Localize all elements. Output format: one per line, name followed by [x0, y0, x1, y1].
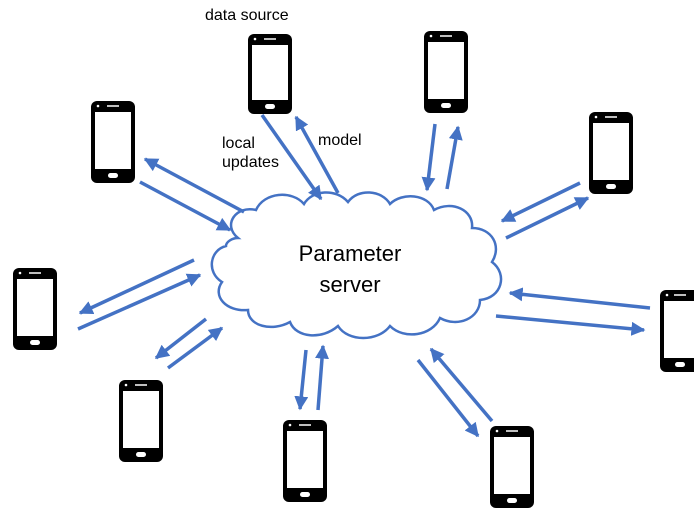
- arrow-icon: [294, 349, 309, 411]
- arrow-icon: [421, 123, 437, 192]
- arrow-icon: [78, 258, 195, 315]
- arrow-icon: [416, 358, 480, 438]
- arrows-group: [77, 113, 651, 438]
- arrow-icon: [429, 347, 494, 423]
- smartphone-icon: [13, 268, 57, 350]
- arrow-icon: [315, 344, 329, 411]
- local-updates-label: local updates: [222, 134, 279, 172]
- arrow-icon: [495, 314, 646, 336]
- arrow-icon: [139, 180, 232, 232]
- smartphone-icon: [660, 290, 694, 372]
- parameter-server-label: Parameter server: [250, 238, 450, 300]
- data-source-label: data source: [205, 7, 289, 24]
- smartphone-icon: [424, 31, 468, 113]
- local-updates-label-line2: updates: [222, 154, 279, 172]
- smartphone-icon: [490, 426, 534, 508]
- arrow-icon: [294, 115, 340, 194]
- model-label: model: [318, 132, 362, 149]
- arrow-icon: [77, 273, 202, 331]
- parameter-server-cloud-icon: [210, 191, 503, 340]
- arrow-icon: [166, 326, 224, 370]
- arrow-icon: [505, 196, 590, 240]
- arrow-icon: [500, 181, 581, 223]
- smartphone-icon: [91, 101, 135, 183]
- smartphone-icon: [589, 112, 633, 194]
- smartphone-icon: [283, 420, 327, 502]
- parameter-server-label-line2: server: [319, 272, 381, 297]
- arrow-icon: [260, 113, 323, 201]
- smartphone-icon: [248, 34, 292, 114]
- arrow-icon: [154, 317, 208, 360]
- parameter-server-label-line1: Parameter: [298, 241, 402, 266]
- local-updates-label-line1: local: [222, 135, 255, 152]
- smartphone-icon: [119, 380, 163, 462]
- arrow-icon: [508, 287, 651, 310]
- arrow-icon: [143, 157, 245, 214]
- arrow-icon: [445, 125, 463, 190]
